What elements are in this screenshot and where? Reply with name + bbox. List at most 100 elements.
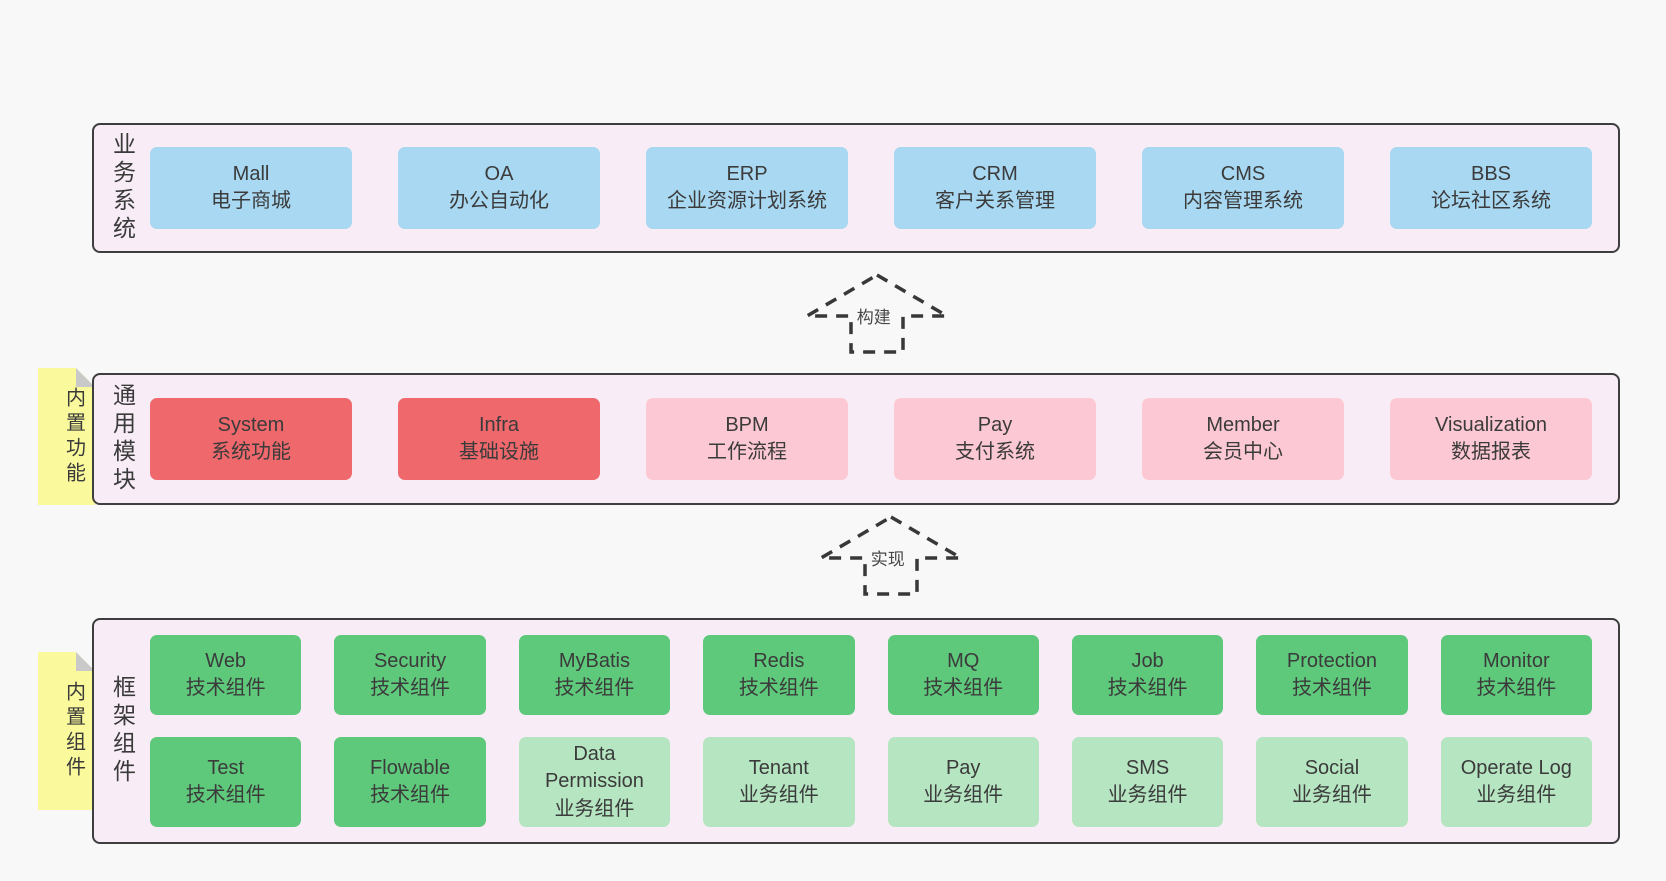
box-data-permission: Data Permission 业务组件 xyxy=(518,737,671,827)
box-web: Web 技术组件 xyxy=(150,635,302,716)
box-mybatis: MyBatis 技术组件 xyxy=(518,635,671,716)
box-monitor: Monitor 技术组件 xyxy=(1440,635,1592,716)
box-test: Test 技术组件 xyxy=(150,737,302,827)
box-oa: OA 办公自动化 xyxy=(398,147,600,229)
box-title: System xyxy=(217,413,285,436)
box-subtitle: 技术组件 xyxy=(1476,677,1557,700)
box-bbs: BBS 论坛社区系统 xyxy=(1390,147,1592,229)
panel-label-column: 业务系统 xyxy=(94,125,150,251)
box-title: CRM xyxy=(972,162,1018,185)
panel-modules-label: 通用模块 xyxy=(109,383,136,495)
box-subtitle: 技术组件 xyxy=(1107,677,1188,700)
box-subtitle: 业务组件 xyxy=(923,784,1004,806)
box-title: Infra xyxy=(478,413,520,436)
box-subtitle: 客户关系管理 xyxy=(935,190,1055,212)
arrow-implement: 实现 xyxy=(818,514,964,598)
box-subtitle: 技术组件 xyxy=(185,784,266,806)
box-pay-component: Pay 业务组件 xyxy=(887,737,1039,827)
box-subtitle: 技术组件 xyxy=(370,677,451,700)
business-boxes-row: Mall 电子商城 OA 办公自动化 ERP 企业资源计划系统 CRM 客户关系… xyxy=(150,125,1618,251)
box-job: Job 技术组件 xyxy=(1071,635,1224,716)
box-title: MQ xyxy=(947,650,980,673)
box-title: BPM xyxy=(725,413,769,436)
panel-framework-components: 框架组件 Web 技术组件 Security 技术组件 MyBatis 技术组件… xyxy=(92,618,1620,844)
box-title: Data Permission xyxy=(544,743,644,793)
box-pay: Pay 支付系统 xyxy=(894,398,1096,480)
box-subtitle: 数据报表 xyxy=(1451,441,1531,463)
sticky-tag-builtin-components: 内置组件 xyxy=(38,652,95,810)
box-title: Security xyxy=(373,650,447,673)
box-subtitle: 技术组件 xyxy=(554,677,635,700)
box-protection: Protection 技术组件 xyxy=(1256,635,1408,716)
box-subtitle: 技术组件 xyxy=(1291,677,1372,700)
box-title: Pay xyxy=(977,413,1013,436)
box-subtitle: 业务组件 xyxy=(1107,784,1188,806)
box-title: Mall xyxy=(232,162,270,185)
up-arrow-icon xyxy=(804,272,950,354)
box-subtitle: 论坛社区系统 xyxy=(1431,190,1551,212)
box-subtitle: 办公自动化 xyxy=(449,190,549,212)
box-redis: Redis 技术组件 xyxy=(703,635,855,716)
box-subtitle: 电子商城 xyxy=(211,190,291,212)
box-subtitle: 内容管理系统 xyxy=(1183,190,1303,212)
panel-business-systems: 业务系统 Mall 电子商城 OA 办公自动化 ERP 企业资源计划系统 CRM… xyxy=(92,123,1620,253)
box-title: Redis xyxy=(753,650,805,673)
box-subtitle: 基础设施 xyxy=(459,441,539,463)
box-title: ERP xyxy=(726,162,768,185)
box-cms: CMS 内容管理系统 xyxy=(1142,147,1344,229)
panel-common-modules: 通用模块 System 系统功能 Infra 基础设施 BPM 工作流程 Pay… xyxy=(92,373,1620,505)
box-title: BBS xyxy=(1470,162,1512,185)
box-title: Web xyxy=(205,650,247,673)
box-tenant: Tenant 业务组件 xyxy=(703,737,855,827)
box-crm: CRM 客户关系管理 xyxy=(894,147,1096,229)
box-social: Social 业务组件 xyxy=(1256,737,1408,827)
box-security: Security 技术组件 xyxy=(334,635,486,716)
box-infra: Infra 基础设施 xyxy=(398,398,600,480)
box-subtitle: 业务组件 xyxy=(554,797,635,820)
arrow-build: 构建 xyxy=(804,272,950,356)
components-boxes-grid: Web 技术组件 Security 技术组件 MyBatis 技术组件 Redi… xyxy=(150,620,1618,842)
box-title: Member xyxy=(1206,413,1280,436)
sticky-tag-builtin-features: 内置功能 xyxy=(38,368,95,505)
box-operate-log: Operate Log 业务组件 xyxy=(1440,737,1592,827)
box-member: Member 会员中心 xyxy=(1142,398,1344,480)
panel-business-label: 业务系统 xyxy=(109,132,136,244)
modules-boxes-row: System 系统功能 Infra 基础设施 BPM 工作流程 Pay 支付系统… xyxy=(150,375,1618,503)
box-visualization: Visualization 数据报表 xyxy=(1390,398,1592,480)
box-erp: ERP 企业资源计划系统 xyxy=(646,147,848,229)
box-subtitle: 会员中心 xyxy=(1203,441,1283,463)
box-title: Visualization xyxy=(1435,413,1547,436)
box-title: Flowable xyxy=(370,756,451,779)
box-subtitle: 业务组件 xyxy=(1476,784,1557,806)
box-subtitle: 业务组件 xyxy=(1291,784,1372,806)
box-title: OA xyxy=(484,162,514,185)
box-title: Pay xyxy=(945,756,981,779)
box-subtitle: 业务组件 xyxy=(738,784,819,806)
box-subtitle: 企业资源计划系统 xyxy=(667,190,827,212)
box-flowable: Flowable 技术组件 xyxy=(334,737,486,827)
box-title: SMS xyxy=(1125,756,1170,779)
box-title: Test xyxy=(207,756,245,779)
sticky-tag-label: 内置功能 xyxy=(62,386,85,487)
box-subtitle: 系统功能 xyxy=(211,441,291,463)
arrow-build-label: 构建 xyxy=(853,302,894,329)
box-bpm: BPM 工作流程 xyxy=(646,398,848,480)
box-system: System 系统功能 xyxy=(150,398,352,480)
components-row-1: Web 技术组件 Security 技术组件 MyBatis 技术组件 Redi… xyxy=(150,635,1592,716)
box-title: Tenant xyxy=(748,756,809,779)
panel-label-column: 通用模块 xyxy=(94,375,150,503)
box-subtitle: 技术组件 xyxy=(738,677,819,700)
box-mall: Mall 电子商城 xyxy=(150,147,352,229)
box-mq: MQ 技术组件 xyxy=(887,635,1039,716)
up-arrow-icon xyxy=(818,514,964,596)
box-title: MyBatis xyxy=(558,650,630,673)
box-subtitle: 工作流程 xyxy=(707,441,787,463)
box-subtitle: 技术组件 xyxy=(185,677,266,700)
box-sms: SMS 业务组件 xyxy=(1071,737,1224,827)
box-title: Protection xyxy=(1286,650,1377,673)
box-title: Operate Log xyxy=(1460,756,1572,779)
box-title: CMS xyxy=(1220,162,1266,185)
box-title: Job xyxy=(1131,650,1164,673)
components-row-2: Test 技术组件 Flowable 技术组件 Data Permission … xyxy=(150,737,1592,827)
